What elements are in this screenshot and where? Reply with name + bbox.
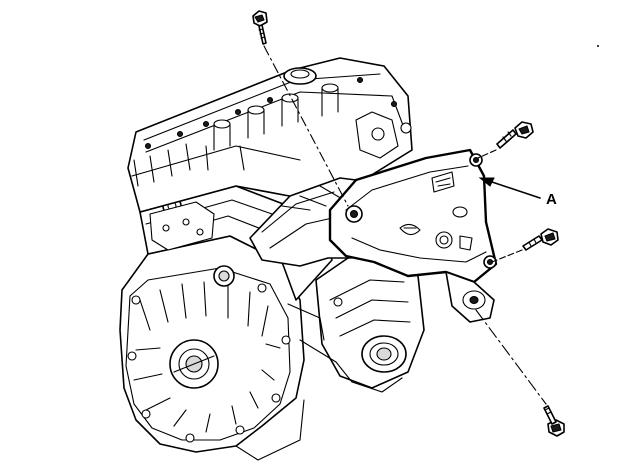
heat-shield bbox=[328, 148, 498, 323]
coil-wells bbox=[213, 83, 339, 151]
cylinder-head bbox=[127, 57, 413, 213]
callout-a bbox=[478, 177, 541, 199]
bolt-bottom bbox=[543, 405, 565, 437]
bolt-right-upper bbox=[496, 121, 534, 149]
engine-block bbox=[119, 235, 305, 461]
callout-label: A bbox=[546, 191, 557, 208]
explode-lines bbox=[263, 45, 547, 405]
bolt-right-middle bbox=[522, 228, 559, 251]
speck bbox=[597, 45, 599, 47]
bolt-top bbox=[252, 10, 268, 45]
